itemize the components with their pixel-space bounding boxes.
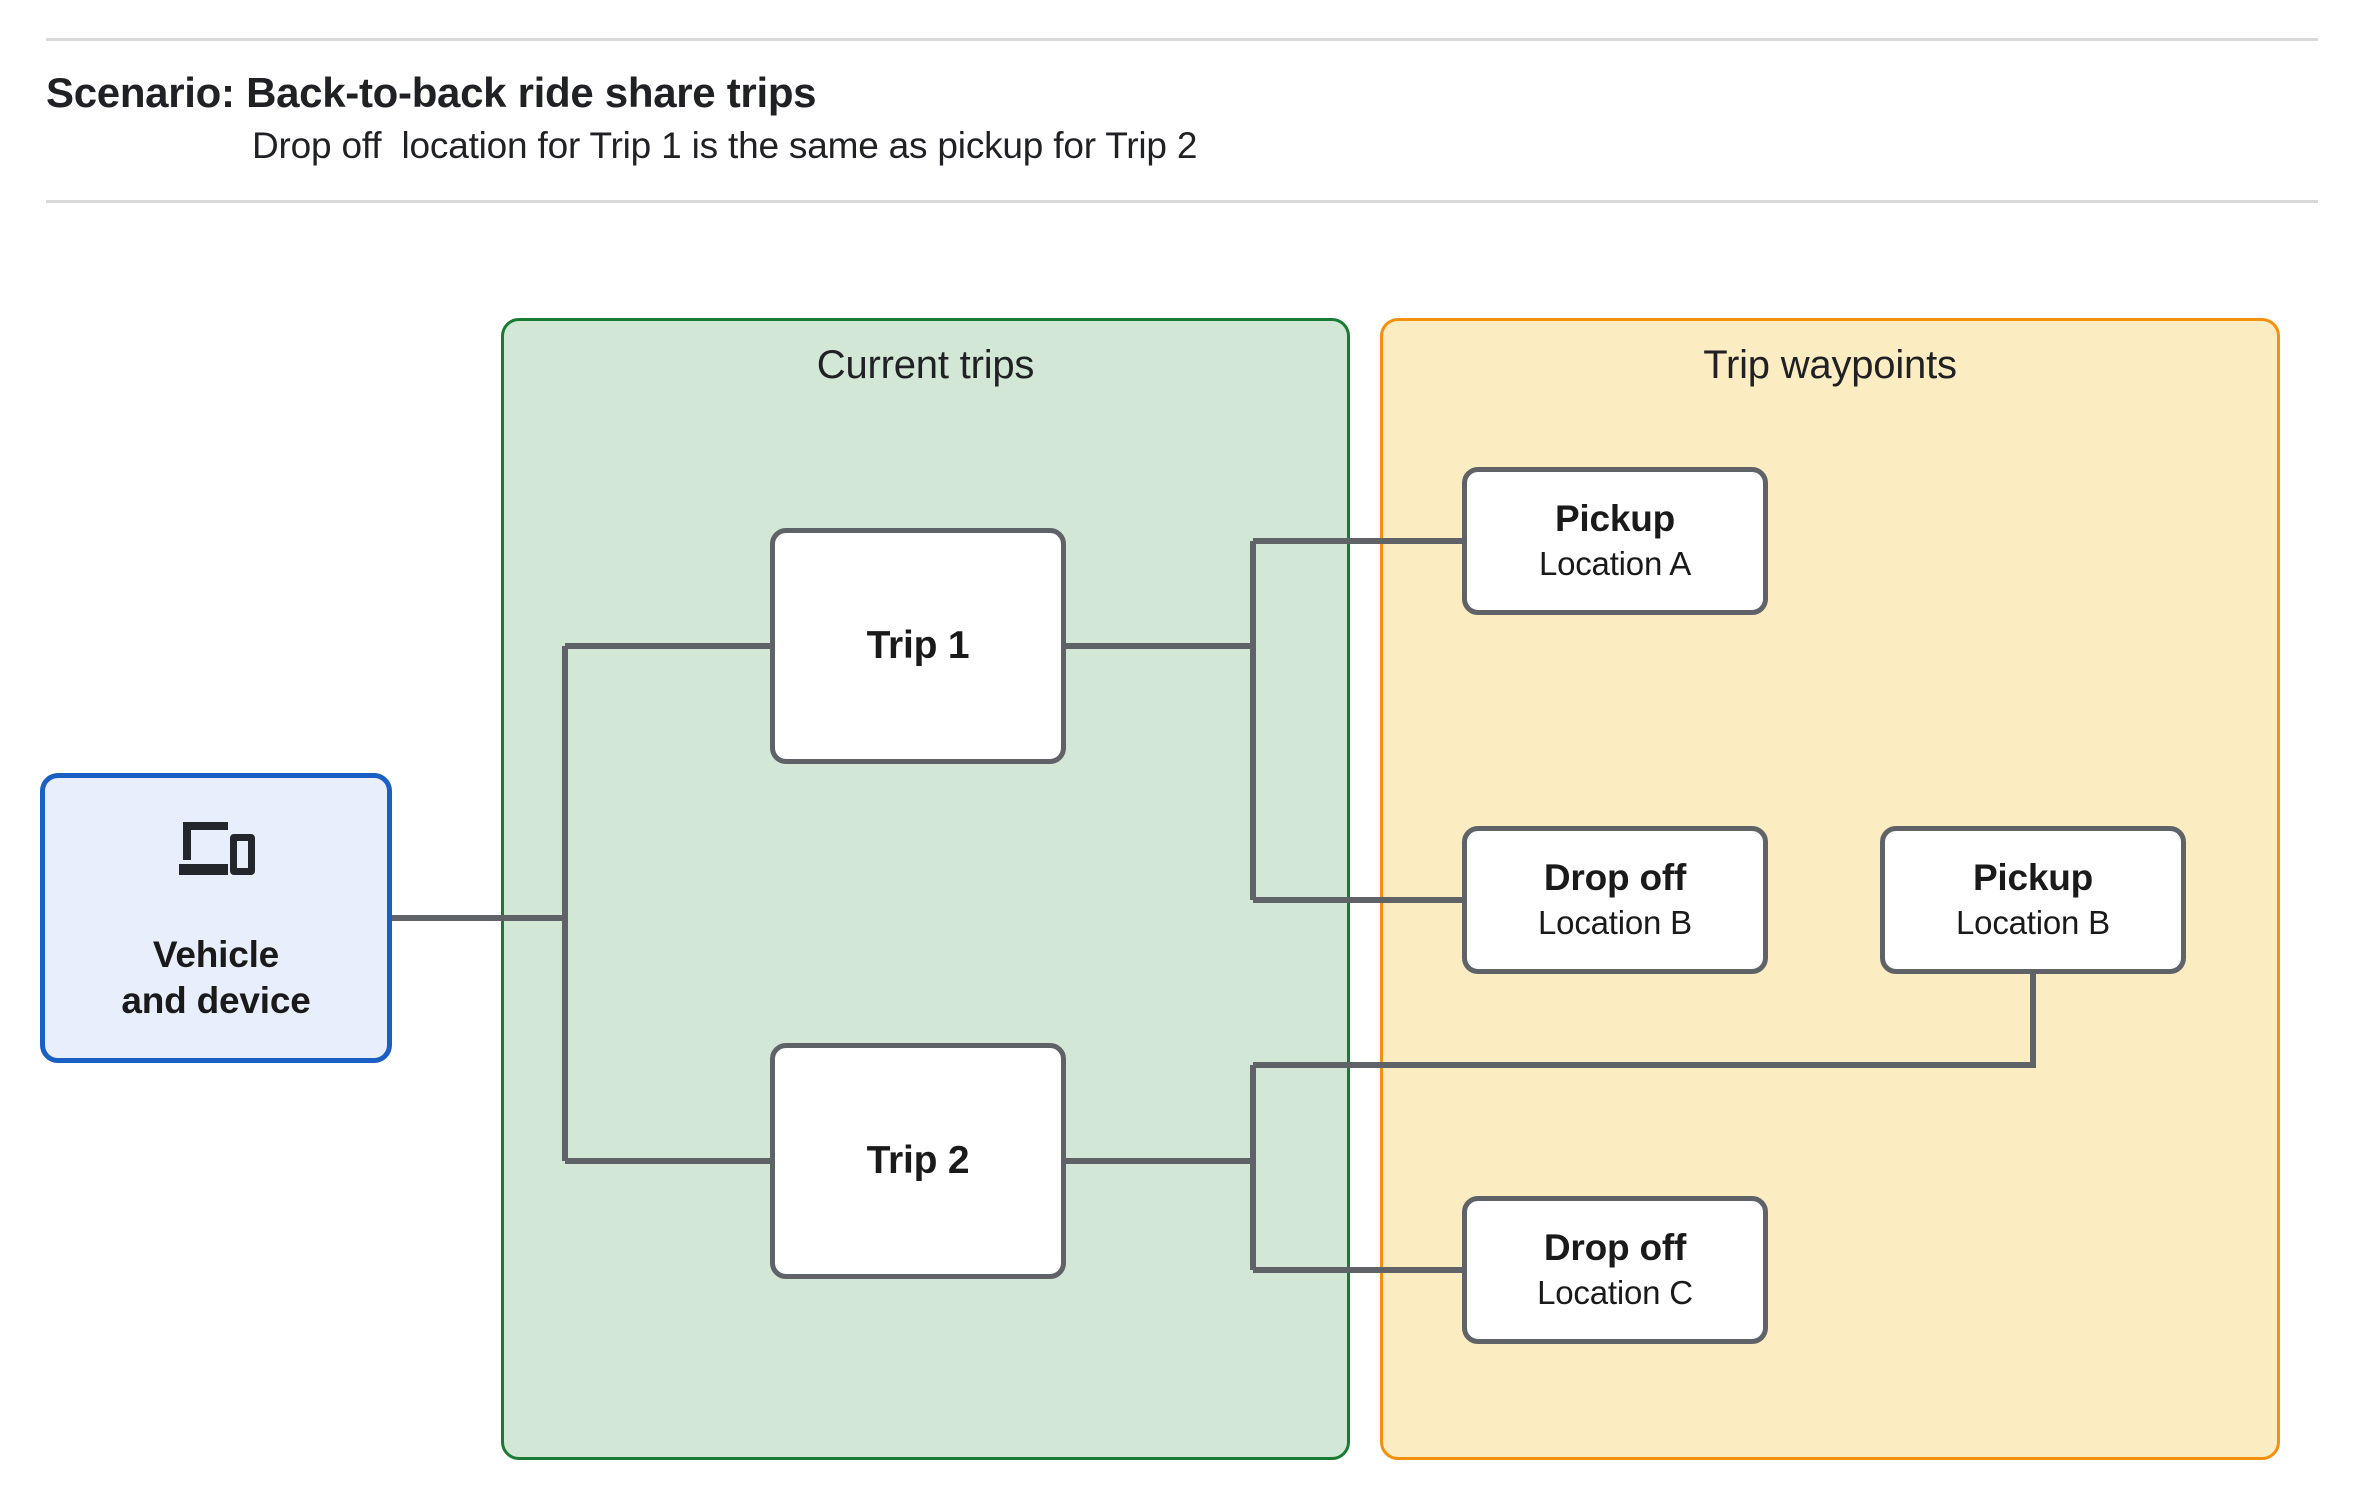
waypoint-pickup-a-title: Pickup — [1554, 497, 1676, 539]
vehicle-and-device-label: Vehicle and device — [121, 934, 311, 1022]
waypoint-dropoff-c-location: Location C — [1537, 1274, 1693, 1312]
node-waypoint-dropoff-b[interactable]: Drop off Location B — [1462, 826, 1768, 974]
waypoint-pickup-b-location: Location B — [1956, 904, 2110, 942]
waypoint-pickup-a-location: Location A — [1538, 545, 1692, 583]
devices-icon — [179, 822, 255, 875]
group-trip-waypoints-title: Trip waypoints — [1703, 343, 1957, 387]
waypoint-pickup-b-title: Pickup — [1972, 856, 2094, 898]
waypoint-dropoff-c-title: Drop off — [1543, 1226, 1687, 1268]
page-title: Scenario: Back-to-back ride share trips — [46, 69, 817, 116]
group-current-trips-title: Current trips — [816, 343, 1035, 387]
node-vehicle-and-device[interactable]: Vehicle and device — [40, 773, 392, 1063]
page-subtitle: Drop off location for Trip 1 is the same… — [252, 125, 1198, 166]
node-waypoint-pickup-a[interactable]: Pickup Location A — [1462, 467, 1768, 615]
header-divider-top — [46, 38, 2318, 41]
node-waypoint-pickup-b[interactable]: Pickup Location B — [1880, 826, 2186, 974]
node-trip-1-label: Trip 1 — [866, 624, 970, 667]
header-divider-bottom — [46, 200, 2318, 203]
node-trip-1[interactable]: Trip 1 — [770, 528, 1066, 764]
node-waypoint-dropoff-c[interactable]: Drop off Location C — [1462, 1196, 1768, 1344]
node-trip-2[interactable]: Trip 2 — [770, 1043, 1066, 1279]
node-trip-2-label: Trip 2 — [866, 1139, 970, 1182]
header: Scenario: Back-to-back ride share trips … — [0, 0, 2357, 205]
waypoint-dropoff-b-location: Location B — [1538, 904, 1692, 942]
group-current-trips: Current trips — [501, 318, 1350, 1460]
waypoint-dropoff-b-title: Drop off — [1543, 856, 1687, 898]
